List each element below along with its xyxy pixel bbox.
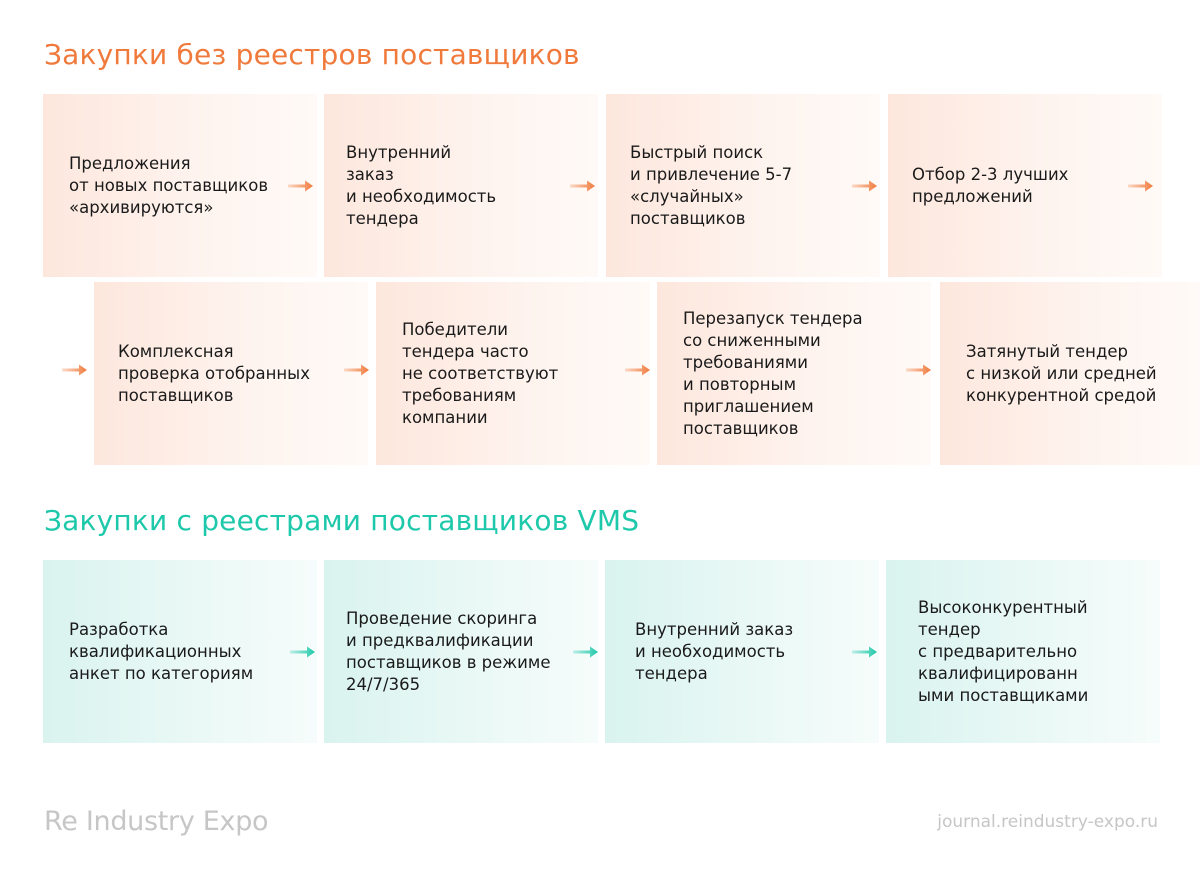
section-title-without-registry: Закупки без реестров поставщиков	[44, 38, 580, 71]
step-card: Быстрый поиск и привлечение 5-7 «случайн…	[606, 94, 880, 277]
step-text: Затянутый тендер с низкой или средней ко…	[966, 341, 1157, 405]
section-title-with-registry: Закупки с реестрами поставщиков VMS	[44, 504, 640, 537]
arrow-right-icon	[852, 645, 878, 659]
arrow-right-icon	[573, 645, 599, 659]
step-card: Перезапуск тендера со сниженными требова…	[657, 282, 931, 465]
step-text: Перезапуск тендера со сниженными требова…	[683, 308, 863, 438]
arrow-right-icon	[62, 363, 88, 377]
arrow-right-icon	[625, 363, 651, 377]
step-card: Внутренний заказ и необходимость тендера	[605, 560, 879, 743]
arrow-right-icon	[852, 179, 878, 193]
arrow-right-icon	[906, 363, 932, 377]
step-text: Предложения от новых поставщиков «архиви…	[69, 153, 269, 217]
step-text: Быстрый поиск и привлечение 5-7 «случайн…	[630, 142, 793, 228]
step-card: Разработка квалификационных анкет по кат…	[43, 560, 317, 743]
step-card: Победители тендера часто не соответствую…	[376, 282, 650, 465]
step-card: Комплексная проверка отобранных поставщи…	[94, 282, 368, 465]
arrow-right-icon	[288, 179, 314, 193]
arrow-right-icon	[290, 645, 316, 659]
step-card: Проведение скоринга и предквалификации п…	[324, 560, 598, 743]
step-text: Проведение скоринга и предквалификации п…	[346, 608, 551, 694]
step-text: Отбор 2-3 лучших предложений	[912, 164, 1069, 206]
step-text: Победители тендера часто не соответствую…	[402, 319, 559, 427]
arrow-right-icon	[570, 179, 596, 193]
step-card: Высоконкурентный тендер с предварительно…	[886, 560, 1160, 743]
step-card: Затянутый тендер с низкой или средней ко…	[940, 282, 1200, 465]
step-text: Разработка квалификационных анкет по кат…	[69, 619, 254, 683]
step-card: Отбор 2-3 лучших предложений	[888, 94, 1162, 277]
step-text: Высоконкурентный тендер с предварительно…	[918, 597, 1089, 705]
step-card: Предложения от новых поставщиков «архиви…	[43, 94, 317, 277]
step-card: Внутренний заказ и необходимость тендера	[324, 94, 598, 277]
step-text: Внутренний заказ и необходимость тендера	[346, 142, 497, 228]
footer-url: journal.reindustry-expo.ru	[937, 812, 1158, 832]
step-text: Внутренний заказ и необходимость тендера	[635, 619, 794, 683]
arrow-right-icon	[1128, 179, 1154, 193]
step-text: Комплексная проверка отобранных поставщи…	[118, 341, 310, 405]
brand-logo: Re Industry Expo	[44, 806, 269, 837]
arrow-right-icon	[344, 363, 370, 377]
